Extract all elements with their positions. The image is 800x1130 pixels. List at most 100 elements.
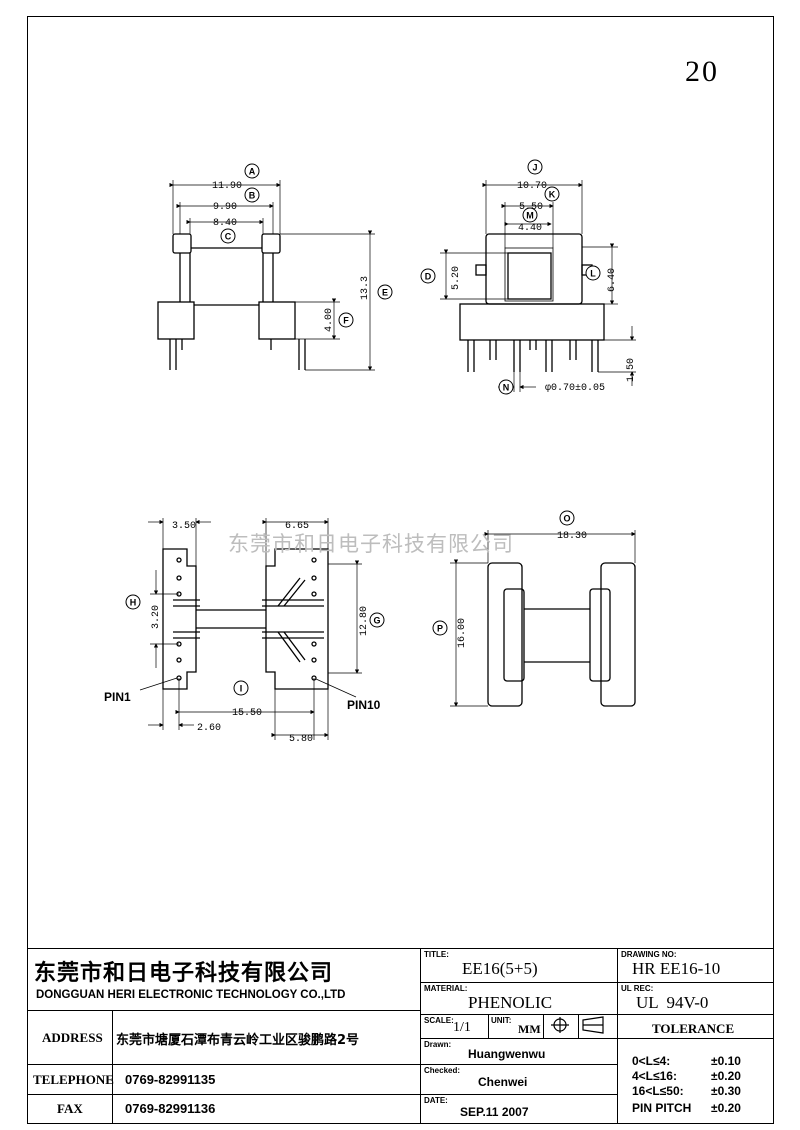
watermark: 东莞市和日电子科技有限公司 bbox=[228, 532, 514, 556]
bubble-I: I bbox=[233, 680, 249, 696]
dim-M: 4.40 bbox=[518, 223, 542, 234]
bubble-B: B bbox=[244, 187, 260, 203]
tolerance-range: 4<L≤16: bbox=[632, 1069, 677, 1083]
tolerance-range: PIN PITCH bbox=[632, 1101, 692, 1115]
bubble-letter: C bbox=[225, 232, 232, 242]
pin10-label: PIN10 bbox=[347, 698, 381, 712]
dim-H: 3.20 bbox=[151, 605, 162, 629]
title-label: TITLE: bbox=[424, 950, 449, 959]
front-dims bbox=[169, 180, 375, 371]
dim-G: 12.80 bbox=[359, 606, 370, 636]
date-value: SEP.11 2007 bbox=[460, 1105, 529, 1119]
bubble-labels: A B C D E F G H I J K L M N O P bbox=[125, 159, 601, 696]
drawing-frame bbox=[27, 16, 774, 1124]
tolerance-label: TOLERANCE bbox=[652, 1021, 735, 1036]
scale-label: SCALE: bbox=[424, 1016, 454, 1025]
bottom-dims bbox=[139, 518, 362, 740]
material-label: MATERIAL: bbox=[424, 984, 468, 993]
bubble-letter: K bbox=[549, 190, 556, 200]
side-view bbox=[459, 233, 605, 372]
bubble-M: M bbox=[522, 207, 538, 223]
projection-symbol-icon bbox=[551, 1016, 604, 1034]
tolerance-value: ±0.20 bbox=[711, 1101, 741, 1115]
bubble-letter: L bbox=[590, 269, 596, 279]
bubble-G: G bbox=[369, 612, 385, 628]
tolerance-value: ±0.10 bbox=[711, 1054, 741, 1068]
telephone-label: TELEPHONE bbox=[33, 1072, 114, 1087]
drawing-no-value: HR EE16-10 bbox=[632, 959, 721, 978]
page-number: 20 bbox=[685, 55, 719, 88]
tolerance-range: 0<L≤4: bbox=[632, 1054, 671, 1068]
dim-N-pin-dia: φ0.70±0.05 bbox=[545, 383, 605, 394]
bubble-O: O bbox=[559, 510, 575, 526]
bubble-C: C bbox=[220, 228, 236, 244]
unit-label: UNIT: bbox=[491, 1016, 512, 1025]
address-label: ADDRESS bbox=[42, 1030, 103, 1045]
telephone-value: 0769-82991135 bbox=[125, 1072, 216, 1087]
dim-D: 5.20 bbox=[451, 266, 462, 290]
scale-value: 1/1 bbox=[453, 1020, 471, 1035]
bubble-letter: H bbox=[130, 598, 137, 608]
top-dims bbox=[450, 530, 636, 707]
bottom-view bbox=[162, 548, 329, 690]
top-view bbox=[487, 562, 636, 707]
checked-label: Checked: bbox=[424, 1066, 461, 1075]
bubble-F: F bbox=[338, 312, 354, 328]
bubble-letter: E bbox=[382, 288, 388, 298]
tolerance-range: 16<L≤50: bbox=[632, 1084, 684, 1098]
bubble-letter: I bbox=[240, 684, 243, 694]
pin1-label: PIN1 bbox=[104, 690, 131, 704]
bubble-J: J bbox=[527, 159, 543, 175]
bubble-A: A bbox=[244, 163, 260, 179]
bubble-letter: N bbox=[503, 383, 510, 393]
dim-pin1-offset: 2.60 bbox=[197, 723, 221, 734]
dim-pin-length: 1.50 bbox=[626, 358, 637, 382]
company-name-cn: 东莞市和日电子科技有限公司 bbox=[34, 961, 334, 986]
fax-label: FAX bbox=[57, 1101, 83, 1116]
dim-J: 10.70 bbox=[517, 181, 547, 192]
company-name-en: DONGGUAN HERI ELECTRONIC TECHNOLOGY CO.,… bbox=[36, 989, 346, 1001]
dim-C: 8.40 bbox=[213, 218, 237, 229]
material-value: PHENOLIC bbox=[468, 993, 553, 1012]
unit-value: MM bbox=[518, 1022, 541, 1036]
dim-O: 18.30 bbox=[557, 531, 587, 542]
tolerance-value: ±0.30 bbox=[711, 1084, 741, 1098]
dim-pin10-offset: 5.80 bbox=[289, 734, 313, 745]
drawn-value: Huangwenwu bbox=[468, 1047, 546, 1061]
title-value: EE16(5+5) bbox=[462, 959, 538, 978]
bubble-letter: D bbox=[425, 272, 432, 282]
bubble-letter: J bbox=[532, 163, 537, 173]
dim-top-right: 6.65 bbox=[285, 521, 309, 532]
bubble-K: K bbox=[544, 186, 560, 202]
bubble-H: H bbox=[125, 594, 141, 610]
dim-B: 9.90 bbox=[213, 202, 237, 213]
drawn-label: Drawn: bbox=[424, 1040, 452, 1049]
tolerance-value: ±0.20 bbox=[711, 1069, 741, 1083]
bubble-letter: P bbox=[437, 624, 443, 634]
dim-E: 13.3 bbox=[360, 276, 371, 300]
side-dims bbox=[440, 180, 636, 392]
ul-rec-label: UL REC: bbox=[621, 984, 654, 993]
dim-L: 6.40 bbox=[607, 268, 618, 292]
ul-rec-value: UL 94V-0 bbox=[636, 993, 709, 1012]
dim-F: 4.00 bbox=[324, 308, 335, 332]
bubble-letter: F bbox=[343, 316, 349, 326]
drawing-no-label: DRAWING NO: bbox=[621, 950, 677, 959]
date-label: DATE: bbox=[424, 1096, 448, 1105]
bubble-letter: A bbox=[249, 167, 256, 177]
bubble-letter: G bbox=[373, 616, 380, 626]
dim-I: 15.50 bbox=[232, 708, 262, 719]
bubble-E: E bbox=[377, 284, 393, 300]
address-value: 东莞市塘厦石潭布青云岭工业区骏鹏路2号 bbox=[116, 1033, 360, 1048]
bubble-L: L bbox=[585, 265, 601, 281]
dim-K: 5.50 bbox=[519, 202, 543, 213]
bubble-letter: B bbox=[249, 191, 256, 201]
bubble-letter: O bbox=[563, 514, 570, 524]
dim-A: 11.90 bbox=[212, 181, 242, 192]
dim-P: 16.00 bbox=[457, 618, 468, 648]
bubble-P: P bbox=[432, 620, 448, 636]
bubble-letter: M bbox=[526, 211, 534, 221]
bubble-D: D bbox=[420, 268, 436, 284]
dim-top-left: 3.50 bbox=[172, 521, 196, 532]
